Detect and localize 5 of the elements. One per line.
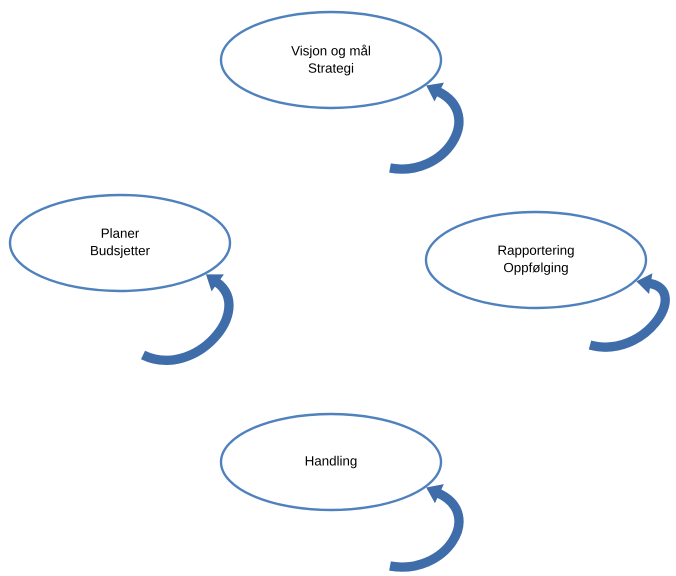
curved-arrow bbox=[142, 274, 234, 365]
ellipse-node: Planer Budsjetter bbox=[8, 194, 232, 292]
ellipse-node: Rapportering Oppfølging bbox=[424, 210, 648, 310]
ellipse-node: Handling bbox=[220, 412, 442, 512]
ellipse-node: Visjon og mål Strategi bbox=[220, 10, 442, 110]
